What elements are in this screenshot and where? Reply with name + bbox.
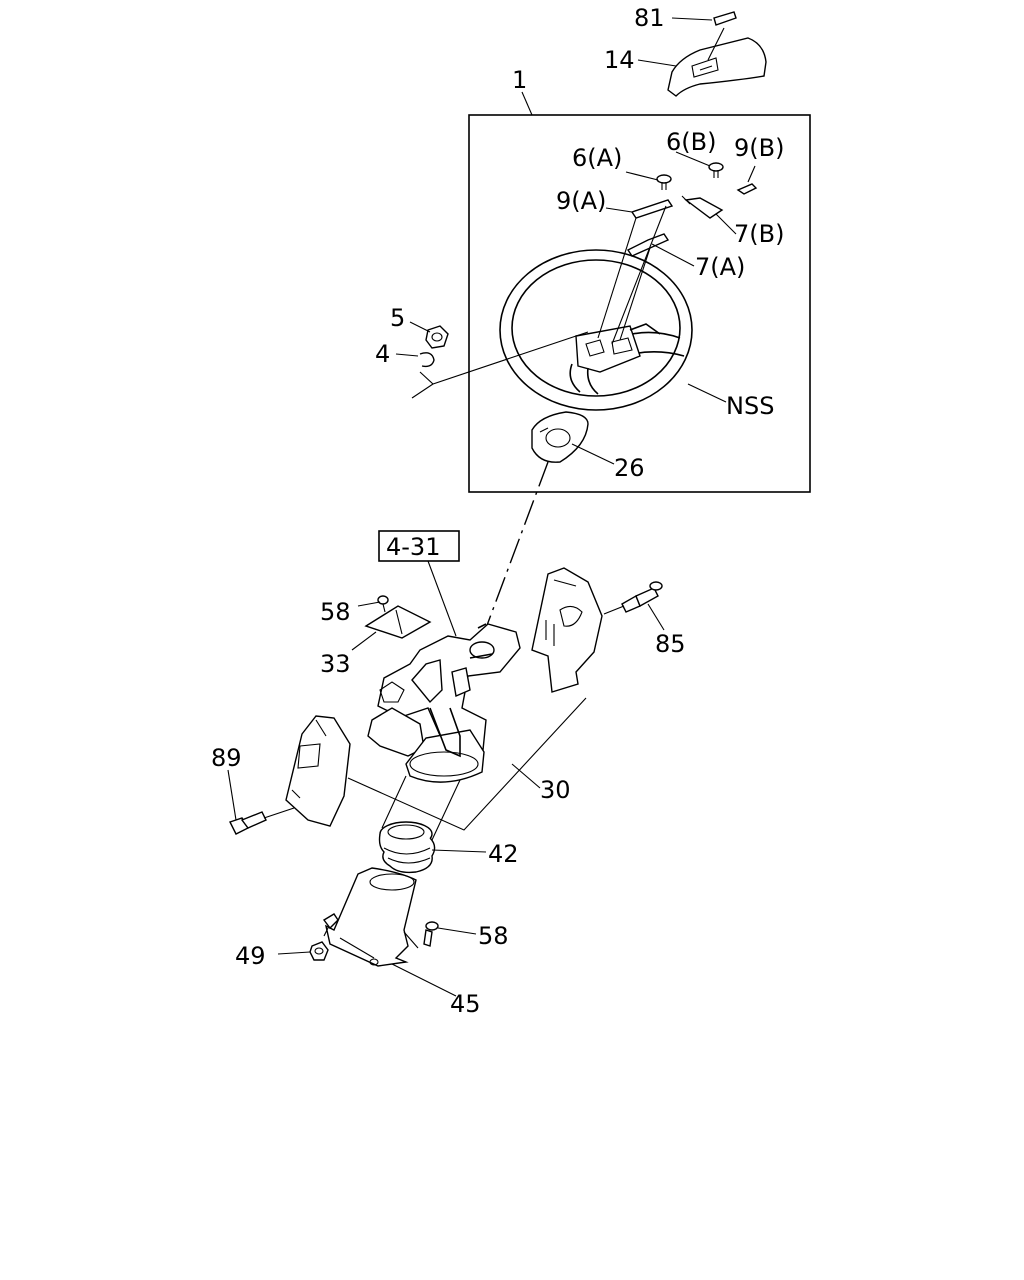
leader-9a (605, 207, 633, 213)
leader-81 (671, 17, 713, 21)
label-81: 81 (634, 4, 665, 32)
guide-boot-left (381, 775, 407, 829)
label-7a: 7(A) (695, 253, 745, 281)
part-85-upper-shroud[interactable] (531, 567, 603, 693)
guide-line-85 (603, 605, 625, 615)
part-26-cover[interactable] (531, 411, 589, 463)
leader-9b (747, 165, 756, 183)
label-1: 1 (512, 66, 527, 94)
leader-89 (227, 769, 237, 821)
leader-42 (431, 849, 487, 853)
guide-line-89 (263, 807, 295, 819)
label-ref-4-31[interactable]: 4-31 (386, 533, 440, 561)
leader-14 (637, 59, 677, 67)
steering-wheel-nss[interactable] (499, 249, 693, 411)
leader-6a (625, 171, 659, 181)
label-9b: 9(B) (734, 134, 784, 162)
leader-81-to-14 (707, 27, 725, 61)
label-5: 5 (390, 304, 405, 332)
part-30-steering-column[interactable] (367, 623, 521, 783)
leader-4-31 (427, 560, 457, 637)
label-9a: 9(A) (556, 187, 606, 215)
part-42-boot[interactable] (378, 821, 436, 874)
leader-7b (715, 213, 737, 235)
guide-line-hub (411, 331, 589, 399)
part-49-nut[interactable] (309, 941, 329, 961)
part-6b-screw[interactable] (708, 162, 724, 178)
part-58-upper-screw[interactable] (377, 595, 389, 613)
label-7b: 7(B) (734, 220, 784, 248)
leader-58-lower (437, 927, 477, 935)
guide-boot-right (431, 779, 461, 841)
label-85: 85 (655, 630, 686, 658)
part-45-lower-cover[interactable] (324, 867, 417, 967)
label-33: 33 (320, 650, 351, 678)
label-42: 42 (488, 840, 519, 868)
label-89: 89 (211, 744, 242, 772)
label-45: 45 (450, 990, 481, 1018)
part-7b-bracket[interactable] (681, 195, 724, 219)
label-58-lower: 58 (478, 922, 509, 950)
part-5-nut[interactable] (425, 325, 449, 349)
label-49: 49 (235, 942, 266, 970)
part-33-cover-plate[interactable] (364, 605, 432, 639)
leader-7a (651, 243, 695, 267)
part-89-bolt[interactable] (229, 811, 267, 835)
label-nss: NSS (726, 392, 774, 420)
part-9a-spoke-cover[interactable] (630, 199, 674, 219)
label-14: 14 (604, 46, 635, 74)
part-14-horn-pad[interactable] (667, 37, 767, 97)
label-6a: 6(A) (572, 144, 622, 172)
label-26: 26 (614, 454, 645, 482)
part-6a-screw[interactable] (656, 174, 672, 190)
guide-line-45 (403, 931, 419, 949)
label-30: 30 (540, 776, 571, 804)
guide-line-7a (619, 247, 651, 341)
part-58-lower-screw[interactable] (423, 921, 439, 947)
part-9b-clip[interactable] (736, 183, 758, 195)
guide-line-9a-b (611, 205, 667, 345)
leader-58-upper (357, 601, 381, 607)
part-81-emblem[interactable] (713, 11, 737, 26)
guide-line-30 (347, 697, 587, 831)
leader-49 (277, 951, 311, 955)
leader-30 (511, 763, 541, 789)
leader-33 (351, 631, 377, 651)
steering-wheel-assembly-box (468, 114, 811, 493)
label-58-upper: 58 (320, 598, 351, 626)
part-4-washer[interactable] (419, 352, 435, 368)
leader-45 (391, 963, 457, 997)
leader-6b (675, 151, 711, 167)
leader-85 (647, 603, 665, 631)
leader-5 (409, 321, 431, 333)
guide-line-9a (597, 217, 637, 339)
leader-nss (687, 383, 727, 403)
ref-box-4-31 (378, 530, 460, 562)
part-85-screw[interactable] (621, 581, 663, 613)
part-49-stud[interactable] (322, 913, 339, 937)
part-7a-bracket[interactable] (626, 233, 670, 257)
leader-26 (571, 443, 615, 465)
part-89-lower-shroud[interactable] (285, 715, 351, 827)
label-4: 4 (375, 340, 390, 368)
label-6b: 6(B) (666, 128, 716, 156)
leader-4 (395, 353, 419, 357)
leader-1 (521, 91, 533, 116)
centerline (485, 461, 549, 629)
